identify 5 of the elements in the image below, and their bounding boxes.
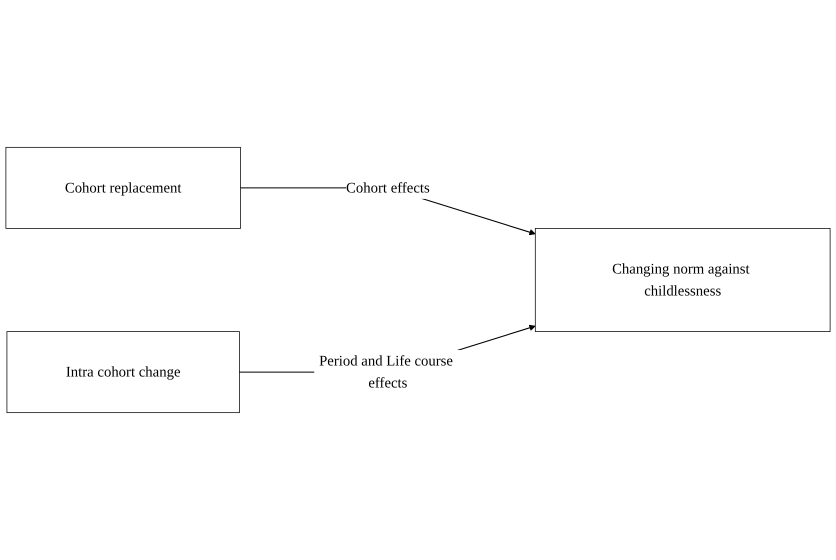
edge-label: Period and Life course effects bbox=[319, 352, 453, 392]
node-box: Intra cohort change bbox=[6, 331, 240, 414]
node-box: Cohort replacement bbox=[6, 146, 241, 229]
node-box: Changing norm against childlessness bbox=[534, 228, 830, 332]
edge-label: Cohort effects bbox=[346, 180, 430, 196]
